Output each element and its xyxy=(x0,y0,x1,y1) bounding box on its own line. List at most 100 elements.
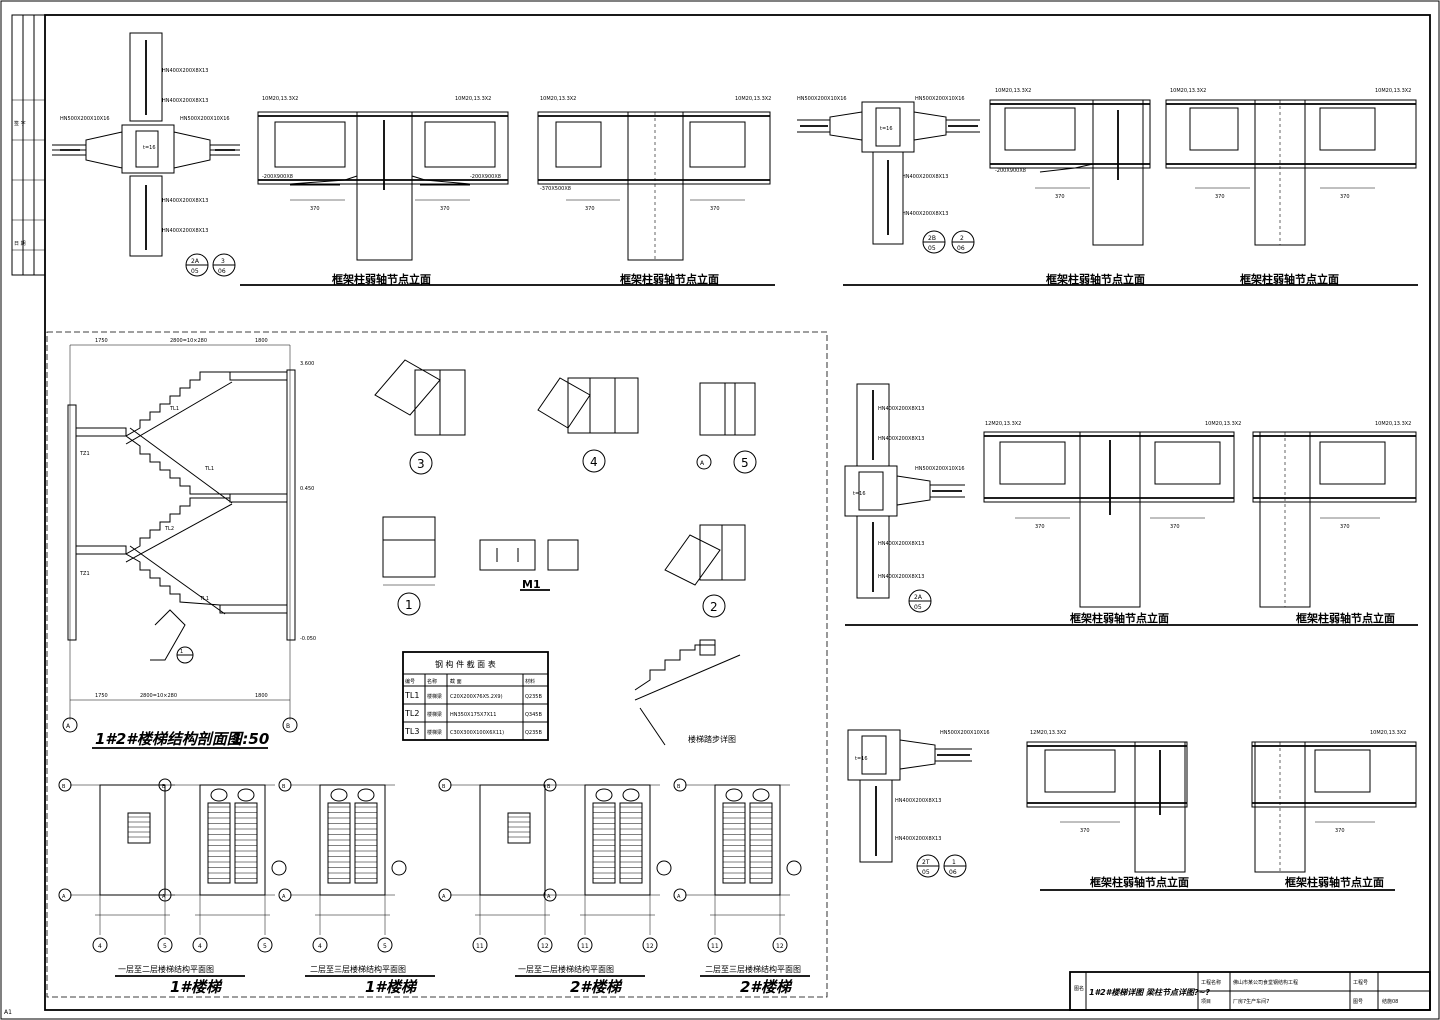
svg-text:1750: 1750 xyxy=(95,338,108,344)
plan-2-axis-top: B xyxy=(162,784,166,790)
tb-project-name: 佛山市某公司食堂钢结构工程 xyxy=(1233,979,1298,986)
node-elevation-8: 370 10M20,13.3X2 xyxy=(1251,730,1417,873)
svg-text:2800=10×280: 2800=10×280 xyxy=(170,338,207,344)
stair-label-2a: 2#楼梯 xyxy=(570,978,623,996)
svg-text:370: 370 xyxy=(1055,194,1065,200)
plan-title-1b: 二层至三层楼梯结构平面图 xyxy=(310,964,406,974)
node-elevation-2: 370 370 10M20,13.3X2 10M20,13.3X2 -370X5… xyxy=(537,96,771,261)
tag-d-3: 06 xyxy=(949,869,957,876)
svg-text:1800: 1800 xyxy=(255,338,268,344)
plan-title-2a: 一层至二层楼梯结构平面图 xyxy=(518,964,614,974)
svg-text:HN500X200X10X16: HN500X200X10X16 xyxy=(915,96,965,102)
svg-text:370: 370 xyxy=(440,206,450,212)
svg-text:10M20,13.3X2: 10M20,13.3X2 xyxy=(735,96,771,102)
svg-text:HN400X200X8X13: HN400X200X8X13 xyxy=(895,836,941,842)
tag-a-0: 2A xyxy=(191,258,200,265)
tag-b-1: 05 xyxy=(928,245,936,252)
stair-detail-5: A xyxy=(696,382,757,474)
plan-6-axis-top: B xyxy=(677,784,681,790)
steel-table-cell-2-2: C30X300X100X6X11) xyxy=(450,730,504,736)
svg-text:TL1: TL1 xyxy=(169,406,179,412)
svg-text:t=16: t=16 xyxy=(855,756,868,762)
detail-m1-label: M1 xyxy=(522,578,541,591)
plan-2-axis-bottom: A xyxy=(162,894,166,900)
svg-text:370: 370 xyxy=(1215,194,1225,200)
plan-1-axis-left: 4 xyxy=(98,943,102,950)
plan-3-axis-bottom: A xyxy=(282,894,286,900)
steel-table-cell-1-3: Q345B xyxy=(525,712,542,718)
steel-table-cell-0-3: Q235B xyxy=(525,694,542,700)
steel-table-header-3: 材料 xyxy=(525,678,535,685)
plan-6-axis-bottom: A xyxy=(677,894,681,900)
plan-title-1a: 一层至二层楼梯结构平面图 xyxy=(118,964,214,974)
plan-1-axis-top: B xyxy=(62,784,66,790)
stair-label-1b: 1#楼梯 xyxy=(365,978,418,996)
tag-c-1: 05 xyxy=(914,604,922,611)
steel-table-cell-0-1: 楼梯梁 xyxy=(427,693,442,700)
node-elevation-4: 370 370 10M20,13.3X2 10M20,13.3X2 xyxy=(1165,88,1417,246)
svg-text:日 期: 日 期 xyxy=(14,241,26,247)
svg-text:HN400X200X8X13: HN400X200X8X13 xyxy=(162,98,208,104)
detail-tag-d: 2T 05 1 06 xyxy=(916,854,967,878)
title-elev-5: 框架柱弱轴节点立面 xyxy=(1070,611,1169,625)
plan-4-axis-right: 12 xyxy=(541,943,549,950)
plan-2-axis-right: 5 xyxy=(263,943,267,950)
tag-b-0: 2B xyxy=(928,235,936,242)
detail-num-2: 2 xyxy=(710,600,718,614)
svg-text:TZ1: TZ1 xyxy=(79,451,90,457)
svg-text:HN400X200X8X13: HN400X200X8X13 xyxy=(162,68,208,74)
svg-text:HN400X200X8X13: HN400X200X8X13 xyxy=(878,574,924,580)
stair-panel-boundary xyxy=(46,331,828,998)
steel-table-cell-0-2: C20X200X76X5.2X9) xyxy=(450,694,503,700)
steel-table-cell-2-1: 楼梯梁 xyxy=(427,729,442,736)
svg-text:HN400X200X8X13: HN400X200X8X13 xyxy=(902,211,948,217)
stair-section: 1 1750 2800=10×280 1800 1750 2800=10×280… xyxy=(62,338,316,733)
steel-table-frame xyxy=(402,651,549,741)
tb-project-label: 工程名称 xyxy=(1201,979,1221,986)
tb-sheet-label: 图号 xyxy=(1353,999,1363,1005)
tag-d-0: 2T xyxy=(922,859,930,866)
steel-table-cell-0-0: TL1 xyxy=(404,691,419,700)
node-plan-end: HN500X200X10X16 HN400X200X8X13 HN400X200… xyxy=(847,729,990,863)
plan-5-axis-bottom: A xyxy=(547,894,551,900)
node-elevation-1: 370 370 10M20,13.3X2 10M20,13.3X2 -200X9… xyxy=(257,96,509,261)
tag-a-2: 3 xyxy=(221,258,225,265)
svg-text:370: 370 xyxy=(1335,828,1345,834)
svg-text:2800=10×280: 2800=10×280 xyxy=(140,693,177,699)
svg-text:10M20,13.3X2: 10M20,13.3X2 xyxy=(1375,88,1411,94)
svg-text:-370X500X8: -370X500X8 xyxy=(540,186,571,192)
title-elev-6: 框架柱弱轴节点立面 xyxy=(1296,611,1395,625)
svg-text:10M20,13.3X2: 10M20,13.3X2 xyxy=(455,96,491,102)
node-elevation-7: 370 12M20,13.3X2 xyxy=(1026,730,1188,873)
svg-text:370: 370 xyxy=(585,206,595,212)
node-plan-tee: HN500X200X10X16 HN500X200X10X16 HN400X20… xyxy=(797,96,980,245)
detail-num-4: 4 xyxy=(590,455,598,469)
tag-a-1: 05 xyxy=(191,268,199,275)
svg-text:HN500X200X10X16: HN500X200X10X16 xyxy=(940,730,990,736)
tag-b-3: 06 xyxy=(957,245,965,252)
svg-text:HN400X200X8X13: HN400X200X8X13 xyxy=(902,174,948,180)
steel-table-cell-2-3: Q235B xyxy=(525,730,542,736)
svg-text:HN500X200X10X16: HN500X200X10X16 xyxy=(180,116,230,122)
tag-d-2: 1 xyxy=(952,859,956,866)
stair-detail-4 xyxy=(537,377,639,473)
svg-text:370: 370 xyxy=(1080,828,1090,834)
tb-drawing-name: 1#2#楼梯详图 梁柱节点详图?~? xyxy=(1089,988,1210,997)
plan-3-axis-top: B xyxy=(282,784,286,790)
svg-text:3.600: 3.600 xyxy=(300,361,314,367)
stair-tread-detail xyxy=(634,639,741,746)
svg-text:t=16: t=16 xyxy=(853,491,866,497)
svg-text:t=16: t=16 xyxy=(880,126,893,132)
svg-text:HN400X200X8X13: HN400X200X8X13 xyxy=(162,198,208,204)
title-elev-8: 框架柱弱轴节点立面 xyxy=(1285,875,1384,889)
plan-5-axis-top: B xyxy=(547,784,551,790)
node-elevation-6: 370 10M20,13.3X2 xyxy=(1252,421,1417,608)
stair-tread-title: 楼梯踏步详图 xyxy=(688,734,736,744)
steel-table-cell-1-1: 楼梯梁 xyxy=(427,711,442,718)
title-elev-1: 框架柱弱轴节点立面 xyxy=(332,272,431,286)
steel-table-title: 钢 构 件 截 面 表 xyxy=(435,659,496,669)
